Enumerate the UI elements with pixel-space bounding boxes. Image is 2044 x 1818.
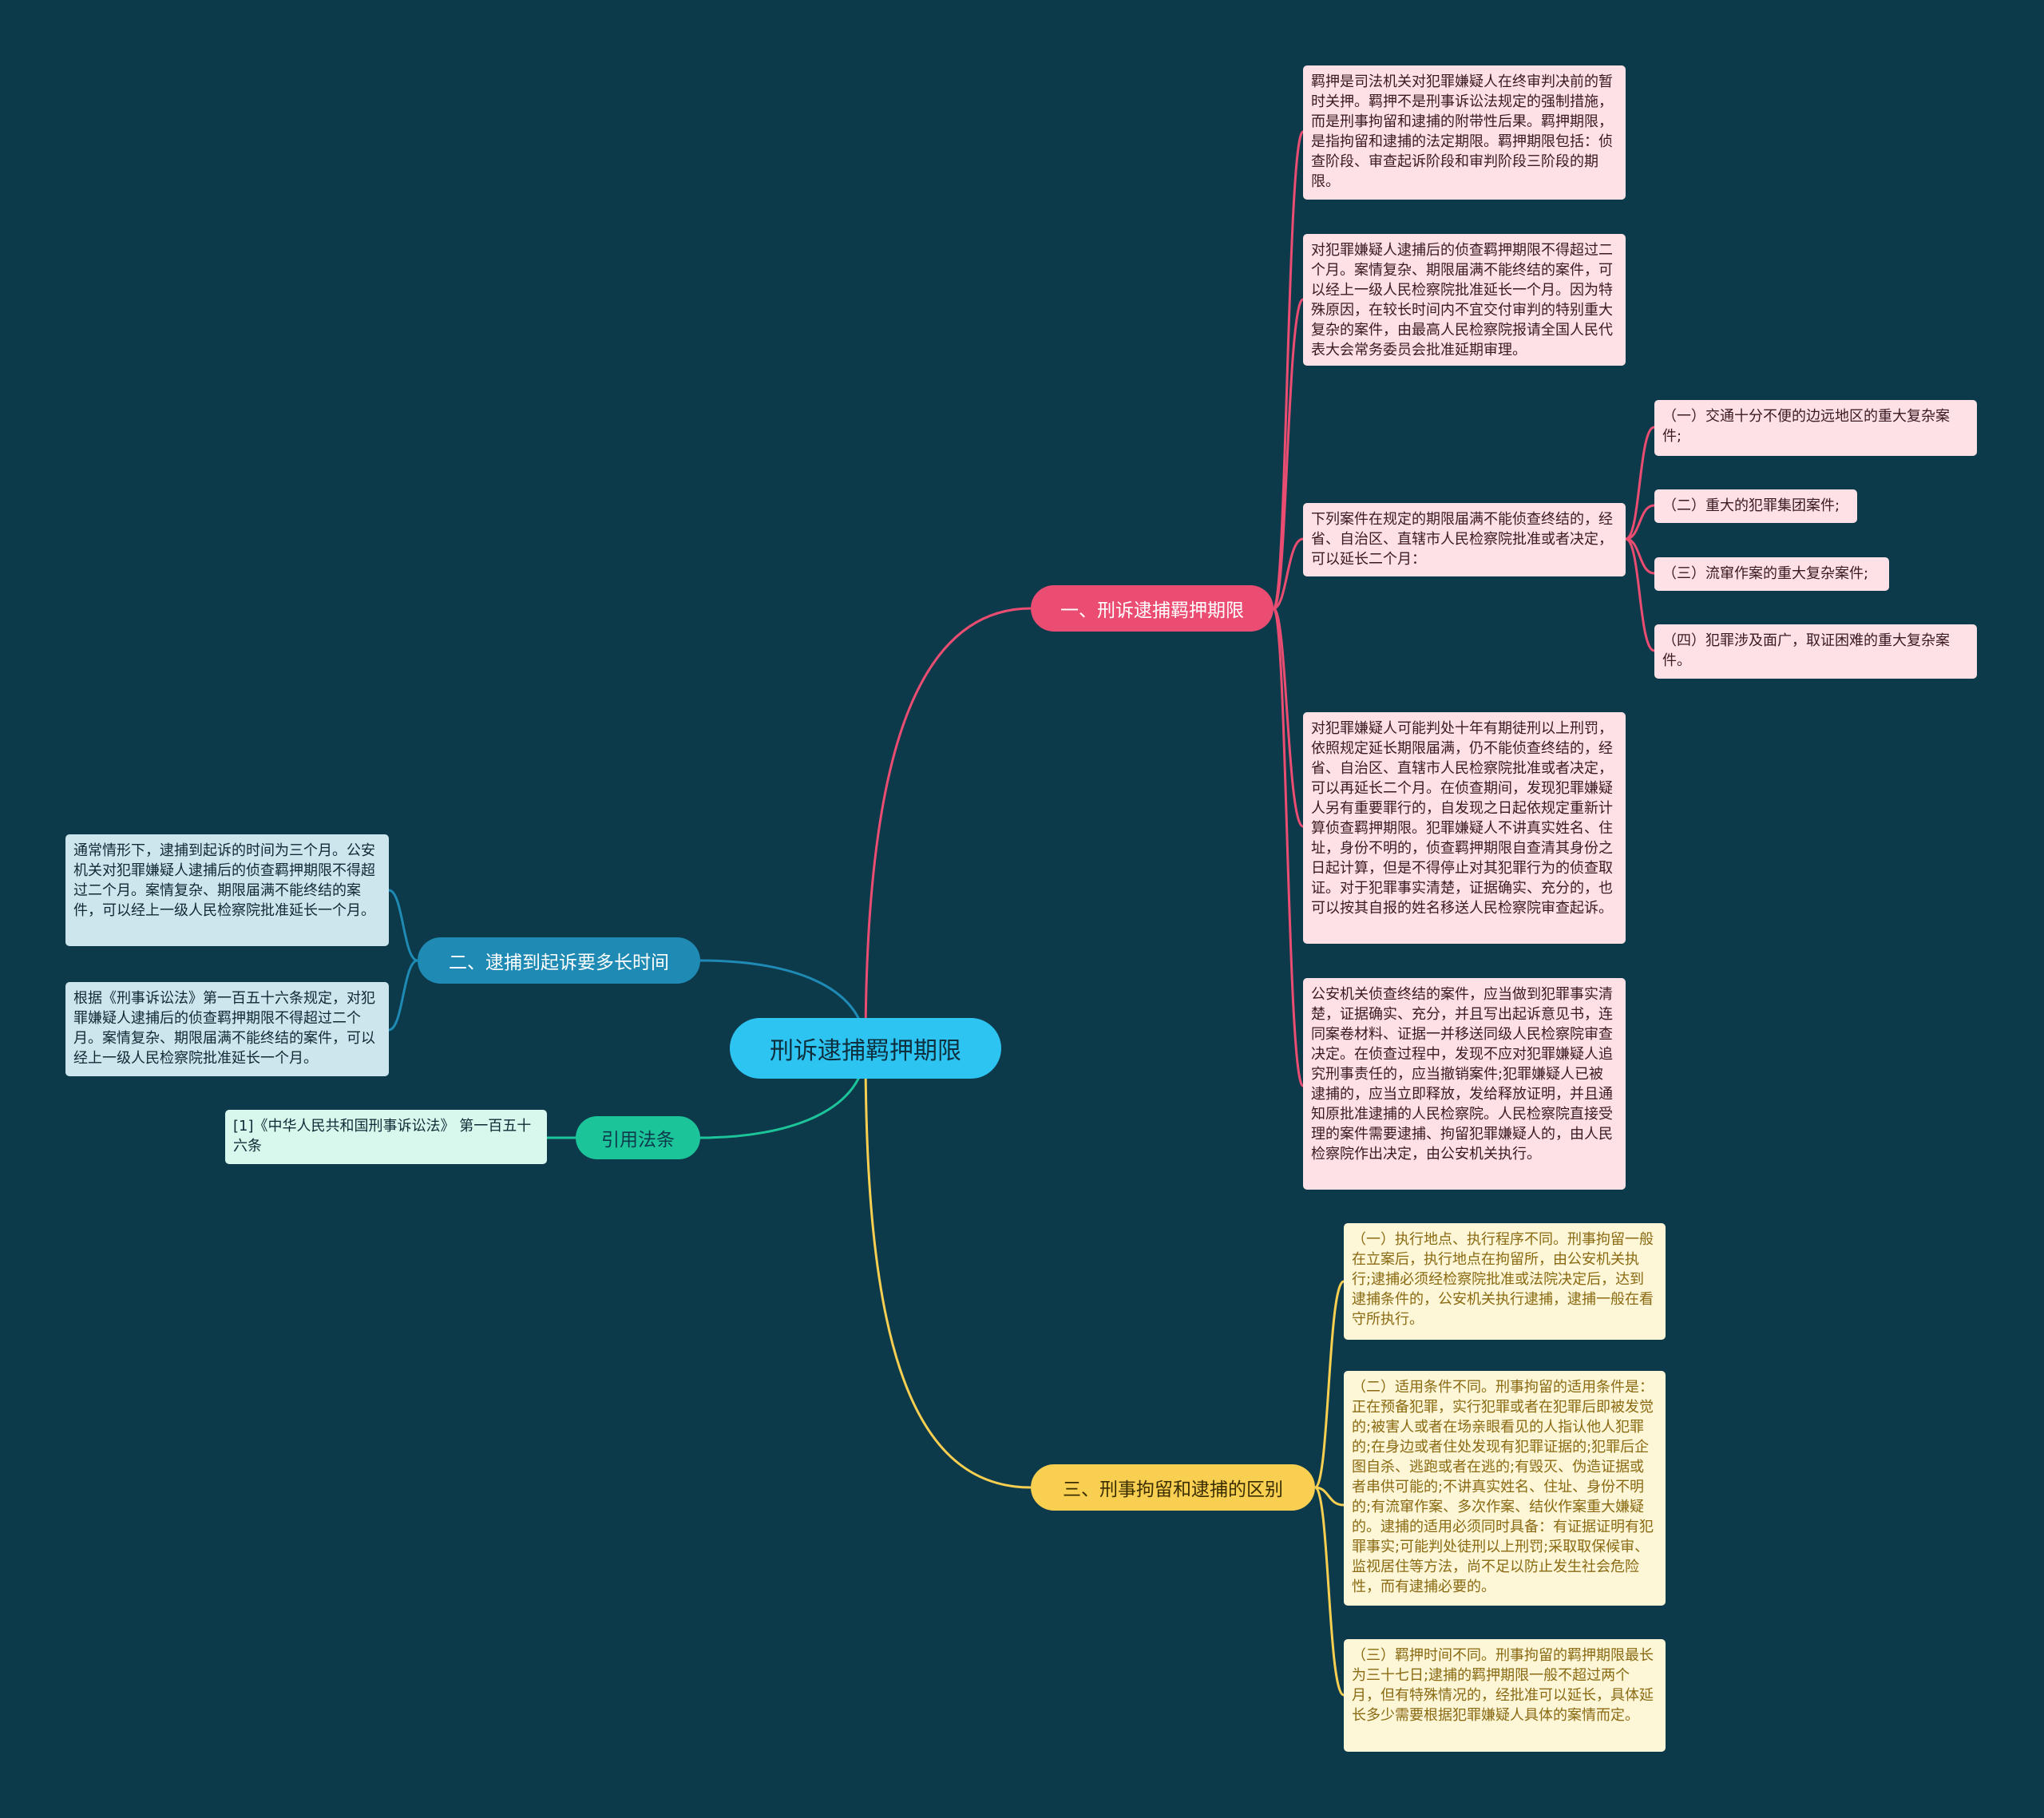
edge-b1-c1 — [1272, 130, 1305, 610]
subtopic-card-wide-scope[interactable]: （四）犯罪涉及面广，取证困难的重大复杂案件。 — [1654, 624, 1977, 679]
topic-card-detention-time[interactable]: （三）羁押时间不同。刑事拘留的羁押期限最长为三十七日;逮捕的羁押期限一般不超过两… — [1344, 1639, 1666, 1752]
edge-b4-c1 — [1313, 1280, 1345, 1489]
topic-card-article-156[interactable]: 根据《刑事诉讼法》第一百五十六条规定，对犯罪嫌疑人逮捕后的侦查羁押期限不得超过二… — [65, 982, 389, 1076]
branch-detention-vs-arrest[interactable]: 三、刑事拘留和逮捕的区别 — [1031, 1464, 1315, 1511]
topic-card-applicable-conditions[interactable]: （二）适用条件不同。刑事拘留的适用条件是：正在预备犯罪，实行犯罪或者在犯罪后即被… — [1344, 1371, 1666, 1606]
edge-c3-s1 — [1625, 426, 1655, 541]
subtopic-card-crime-groups[interactable]: （二）重大的犯罪集团案件; — [1654, 489, 1857, 523]
subtopic-card-remote-areas[interactable]: （一）交通十分不便的边远地区的重大复杂案件; — [1654, 400, 1977, 456]
branch-cited-law[interactable]: 引用法条 — [576, 1116, 700, 1159]
branch-detention-period[interactable]: 一、刑诉逮捕羁押期限 — [1031, 585, 1274, 632]
edge-b4-c2 — [1314, 1486, 1345, 1507]
topic-card-definition[interactable]: 羁押是司法机关对犯罪嫌疑人在终审判决前的暂时关押。羁押不是刑事诉讼法规定的强制措… — [1303, 65, 1626, 200]
edge-c3-s3 — [1625, 537, 1655, 575]
edge-b1-c2 — [1272, 298, 1305, 610]
edge-b2-c2 — [388, 959, 418, 1032]
edge-c3-s4 — [1625, 537, 1655, 652]
topic-card-extension-cases[interactable]: 下列案件在规定的期限届满不能侦查终结的，经省、自治区、直辖市人民检察院批准或者决… — [1303, 503, 1626, 576]
topic-card-execution-place[interactable]: （一）执行地点、执行程序不同。刑事拘留一般在立案后，执行地点在拘留所，由公安机关… — [1344, 1223, 1666, 1340]
branch-arrest-to-prosecution[interactable]: 二、逮捕到起诉要多长时间 — [418, 937, 700, 984]
edge-b4-c3 — [1313, 1486, 1345, 1697]
edge-b1-c4 — [1272, 607, 1305, 828]
edge-b2-c1 — [388, 889, 418, 962]
edge-root-b4 — [864, 1048, 1032, 1489]
edge-b1-c3 — [1273, 537, 1304, 610]
topic-card-three-months[interactable]: 通常情形下，逮捕到起诉的时间为三个月。公安机关对犯罪嫌疑人逮捕后的侦查羁押期限不… — [65, 834, 389, 946]
edge-b1-c5 — [1272, 607, 1305, 1087]
topic-card-investigation-end[interactable]: 公安机关侦查终结的案件，应当做到犯罪事实清楚，证据确实、充分，并且写出起诉意见书… — [1303, 978, 1626, 1190]
topic-card-two-months[interactable]: 对犯罪嫌疑人逮捕后的侦查羁押期限不得超过二个月。案情复杂、期限届满不能终结的案件… — [1303, 234, 1626, 366]
topic-card-law-reference[interactable]: [1]《中华人民共和国刑事诉讼法》 第一百五十六条 — [225, 1110, 547, 1164]
root-topic[interactable]: 刑诉逮捕羁押期限 — [730, 1018, 1001, 1079]
topic-card-ten-years[interactable]: 对犯罪嫌疑人可能判处十年有期徒刑以上刑罚，依照规定延长期限届满，仍不能侦查终结的… — [1303, 712, 1626, 944]
subtopic-card-roving-crimes[interactable]: （三）流窜作案的重大复杂案件; — [1654, 557, 1889, 591]
edge-c3-s2 — [1625, 504, 1655, 541]
edge-root-b1 — [864, 607, 1032, 1049]
